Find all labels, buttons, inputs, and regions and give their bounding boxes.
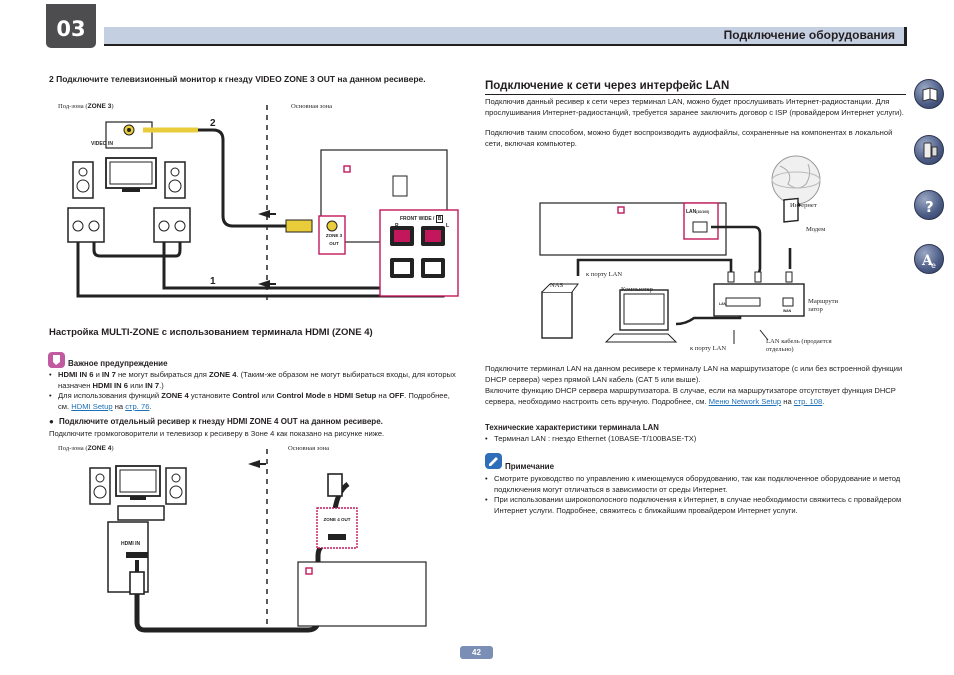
title-rule [485, 94, 906, 95]
router-lan-label: LAN [719, 302, 727, 306]
zone4-out-label: ZONE 4 OUT [323, 517, 351, 522]
header-title: Подключение оборудования [723, 28, 895, 42]
to-lan-port-label: к порту LAN [586, 271, 623, 278]
lan-cable-label: LAN кабель (продается отдельно) [766, 338, 832, 353]
header-bar: Подключение оборудования [104, 27, 907, 46]
zone4-connection-diagram: Под-зона (ZONE 4) Основная зона HDMI IN … [48, 444, 468, 634]
sub-zone-label: Под-зона (ZONE 3) [58, 103, 114, 110]
internet-label: Интернет [790, 202, 817, 209]
note-label: Примечание [505, 462, 555, 471]
nas-label: NAS [550, 282, 564, 289]
main-zone-label: Основная зона [291, 103, 333, 110]
important-notice-label: Важное предупреждение [68, 359, 168, 368]
body-text-1: Подключите терминал LAN на данном ресиве… [485, 364, 903, 384]
body-text-2: Включите функцию DHCP сервера маршрутиза… [485, 386, 896, 406]
lan-port-label: LAN(10/100) [686, 209, 710, 215]
svg-text:e: e [931, 261, 936, 270]
zone3-connection-diagram: Под-зона (ZONE 3) Основная зона [48, 100, 468, 310]
router-wan-label: WAN [783, 309, 792, 313]
step-number-1: 1 [210, 276, 216, 287]
front-wide-label: FRONT WIDE / B [400, 215, 444, 223]
remote-control-icon[interactable] [914, 135, 944, 165]
spec-heading: Технические характеристики терминала LAN [485, 423, 659, 432]
video-in-label: VIDEO IN [91, 141, 113, 147]
chapter-tab: 03 [46, 4, 96, 48]
step-heading: 2 Подключите телевизионный монитор к гне… [49, 74, 426, 84]
spec-list: Терминал LAN : гнездо Ethernet (10BASE-T… [485, 434, 906, 445]
left-channel-label: L [446, 223, 450, 229]
important-notice-list: HDMI IN 6 и IN 7 не могут выбираться для… [49, 370, 463, 412]
main-zone-label: Основная зона [288, 445, 330, 452]
notice-item: Для использования функций ZONE 4 установ… [49, 391, 463, 412]
hdmi-setup-link[interactable]: HDMI Setup [71, 401, 113, 411]
svg-text:?: ? [925, 198, 934, 216]
header-divider [104, 44, 907, 46]
sub-zone-label: Под-зона (ZONE 4) [58, 445, 114, 452]
step-number-2: 2 [210, 118, 216, 129]
page-number: 42 [460, 646, 493, 659]
note-icon [485, 453, 502, 469]
lan-section-title: Подключение к сети через интерфейс LAN [485, 80, 730, 92]
faq-icon[interactable]: ? [914, 190, 944, 220]
intro-text-2: Подключив таким способом, можно будет во… [485, 128, 893, 148]
note-list: Смотрите руководство по управлению к име… [485, 474, 906, 516]
lan-connection-diagram: LAN(10/100) Интернет Модем к порту LAN N… [536, 154, 856, 359]
connect-text: Подключите громкоговорители и телевизор … [49, 429, 385, 438]
notice-item: HDMI IN 6 и IN 7 не могут выбираться для… [49, 370, 463, 391]
intro-text-1: Подключив данный ресивер к сети через те… [485, 97, 904, 117]
page-108-link[interactable]: стр. 108 [793, 396, 823, 406]
connect-heading: ●Подключите отдельный ресивер к гнезду H… [49, 417, 383, 426]
note-item: Смотрите руководство по управлению к име… [485, 474, 906, 495]
computer-label: Компьютер [621, 286, 653, 293]
section-heading: Настройка MULTI-ZONE с использованием те… [49, 327, 373, 338]
book-icon[interactable] [914, 79, 944, 109]
router-label: Маршрути затор [808, 298, 839, 313]
modem-label: Модем [806, 226, 826, 233]
page-76-link[interactable]: стр. 76 [125, 401, 150, 411]
network-setup-link[interactable]: Меню Network Setup [708, 396, 782, 406]
hdmi-in-label: HDMI IN [121, 541, 141, 547]
note-item: При использовании широкополосного подклю… [485, 495, 906, 516]
to-lan-port-label-2: к порту LAN [690, 345, 727, 352]
zone3-out-label: ZONE 3 OUT [325, 233, 343, 246]
warning-icon [48, 352, 65, 368]
right-channel-label: R [395, 223, 399, 229]
svg-text:A: A [921, 253, 934, 269]
spec-item: Терминал LAN : гнездо Ethernet (10BASE-T… [485, 434, 906, 445]
